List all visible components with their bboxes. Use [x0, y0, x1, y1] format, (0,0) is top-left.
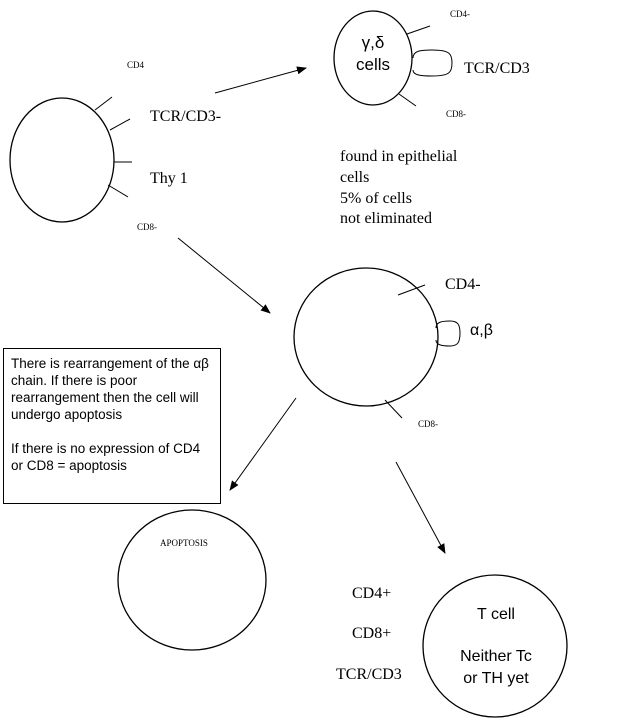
t-cell-tcr-label: TCR/CD3	[336, 666, 402, 683]
note-line: 5% of cells	[340, 190, 412, 207]
apoptosis-label: APOPTOSIS	[160, 538, 208, 548]
gamma-delta-cd8-label: CD8-	[446, 109, 466, 119]
precursor-receptor-line	[107, 184, 129, 198]
alpha-beta-receptor-loop	[435, 320, 461, 347]
gamma-delta-cell: γ,δ cells CD4- TCR/CD3 CD8-	[333, 9, 530, 119]
t-cell-cd4-label: CD4+	[352, 585, 391, 602]
arrow-to-alpha-beta	[177, 237, 271, 314]
alpha-beta-cd4-label: CD4-	[445, 276, 481, 293]
alpha-beta-receptor-line	[397, 284, 426, 296]
note-line: cells	[340, 169, 369, 186]
note-line: not eliminated	[340, 210, 432, 227]
t-cell-subtitle-line1: Neither Tc	[460, 648, 532, 665]
alpha-beta-cell-body	[293, 267, 439, 407]
precursor-cd4-label: CD4	[127, 60, 145, 70]
t-cell-body	[422, 574, 568, 718]
note-line: found in epithelial	[340, 148, 458, 165]
gamma-delta-receptor-line	[398, 93, 417, 107]
precursor-receptor-line	[94, 96, 113, 111]
gamma-delta-notes: found in epithelial cells 5% of cells no…	[340, 148, 458, 227]
t-cell-title: T cell	[477, 606, 515, 623]
t-cell-cd8-label: CD8+	[352, 625, 391, 642]
note-paragraph: There is rearrangement of the αβ chain. …	[11, 356, 209, 422]
rearrangement-note-box: There is rearrangement of the αβ chain. …	[3, 348, 221, 504]
alpha-beta-receptor-line	[384, 399, 403, 419]
alpha-beta-cell: CD4- α,β CD8-	[293, 267, 493, 429]
alpha-beta-chain-label: α,β	[470, 322, 493, 339]
precursor-cell-body	[9, 97, 115, 223]
note-paragraph: If there is no expression of CD4 or CD8 …	[11, 441, 201, 473]
precursor-cell: CD4 TCR/CD3- Thy 1 CD8-	[9, 60, 221, 232]
t-cell: T cell Neither Tc or TH yet CD4+ CD8+ TC…	[336, 574, 568, 718]
precursor-receptor-line	[109, 118, 131, 131]
arrow-to-apoptosis	[229, 397, 297, 491]
apoptosis-cell-body	[117, 509, 267, 651]
gamma-delta-cell-body	[333, 10, 413, 106]
arrow-to-t-cell	[395, 461, 446, 554]
gamma-delta-cd4-label: CD4-	[450, 9, 470, 19]
precursor-thy1-label: Thy 1	[150, 170, 188, 187]
gamma-delta-tcr-label: TCR/CD3	[464, 60, 530, 77]
precursor-cd8-label: CD8-	[137, 222, 157, 232]
gamma-delta-label: γ,δ	[362, 33, 385, 52]
alpha-beta-cd8-label: CD8-	[418, 419, 438, 429]
gamma-delta-cells-label: cells	[356, 55, 390, 74]
gamma-delta-receptor-loop	[412, 49, 453, 77]
apoptosis-cell: APOPTOSIS	[117, 509, 267, 651]
gamma-delta-receptor-line	[406, 25, 431, 35]
arrow-to-gamma-delta	[214, 66, 307, 94]
t-cell-subtitle-line2: or TH yet	[463, 670, 529, 687]
precursor-tcr-label: TCR/CD3-	[150, 108, 221, 125]
